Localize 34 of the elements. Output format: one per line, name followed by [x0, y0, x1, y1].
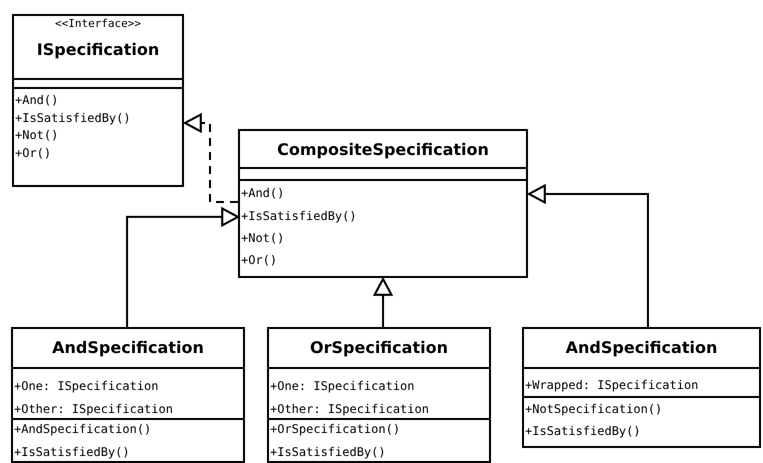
class-name: AndSpecification — [51, 337, 205, 359]
class-name: AndSpecification — [564, 337, 718, 359]
class-member: +And() — [241, 185, 284, 202]
class-member: +Or() — [241, 252, 278, 269]
class-member: +IsSatisfiedBy() — [270, 444, 386, 461]
class-box — [238, 129, 528, 278]
class-member: +IsSatisfiedBy() — [14, 444, 130, 461]
class-member: +One: ISpecification — [270, 378, 414, 395]
generalization-arrow — [374, 278, 392, 327]
class-member: +AndSpecification() — [14, 421, 152, 438]
class-box — [522, 327, 761, 448]
generalization-arrow — [528, 184, 649, 327]
class-member: +IsSatisfiedBy() — [15, 110, 131, 127]
class-member: +Not() — [241, 230, 284, 247]
class-member: +Wrapped: ISpecification — [525, 377, 698, 394]
class-member: +Other: ISpecification — [270, 401, 429, 418]
class-name: ISpecification — [36, 39, 160, 61]
class-member: +One: ISpecification — [14, 378, 158, 395]
class-name: OrSpecification — [309, 337, 449, 359]
class-member: +And() — [15, 92, 58, 109]
stereotype-label: <<Interface>> — [54, 16, 142, 32]
class-box — [267, 327, 491, 463]
class-member: +IsSatisfiedBy() — [525, 423, 641, 440]
class-member: +Other: ISpecification — [14, 401, 173, 418]
class-name: CompositeSpecification — [276, 139, 490, 161]
class-member: +Not() — [15, 127, 58, 144]
class-member: +OrSpecification() — [270, 421, 400, 438]
generalization-arrow — [126, 207, 240, 327]
class-member: +IsSatisfiedBy() — [241, 208, 357, 225]
class-member: +NotSpecification() — [525, 401, 662, 418]
class-box — [12, 14, 184, 187]
class-member: +Or() — [15, 145, 52, 162]
realization-arrow — [184, 114, 238, 203]
class-box — [11, 327, 245, 463]
